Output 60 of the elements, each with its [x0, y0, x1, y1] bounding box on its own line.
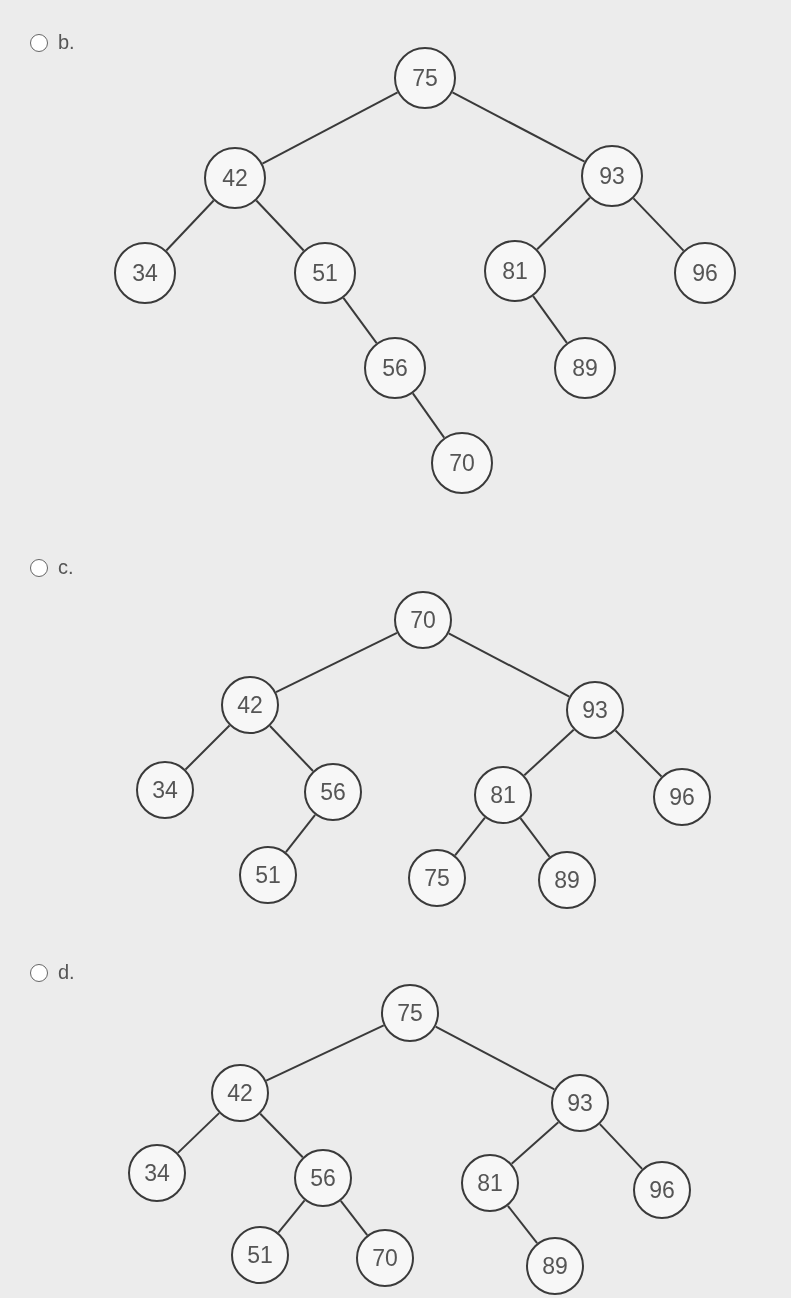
- connector-line: [277, 1199, 306, 1234]
- tree-node-circle: 56: [364, 337, 426, 399]
- tree-node-circle: 34: [114, 242, 176, 304]
- connector-line: [339, 1199, 369, 1237]
- connector-line: [536, 196, 591, 251]
- connector-line: [434, 1025, 556, 1091]
- connector-line: [275, 631, 398, 694]
- tree-node-circle: 56: [304, 763, 362, 821]
- tree-node-circle: 96: [674, 242, 736, 304]
- tree-node-circle: 93: [551, 1074, 609, 1132]
- connector-line: [451, 91, 586, 163]
- tree-node-circle: 89: [526, 1237, 584, 1295]
- tree-node-circle: 70: [356, 1229, 414, 1287]
- connector-line: [259, 1112, 304, 1159]
- tree-node-circle: 96: [653, 768, 711, 826]
- tree-node-circle: 93: [566, 681, 624, 739]
- connector-line: [284, 813, 317, 854]
- tree-node-circle: 75: [408, 849, 466, 907]
- tree-node-circle: 89: [554, 337, 616, 399]
- connector-line: [532, 295, 568, 344]
- connector-line: [184, 724, 231, 771]
- tree-node-circle: 70: [394, 591, 452, 649]
- tree-node-circle: 34: [136, 761, 194, 819]
- tree-node-circle: 56: [294, 1149, 352, 1207]
- connector-line: [598, 1123, 644, 1170]
- tree-node-circle: 75: [381, 984, 439, 1042]
- tree-node-circle: 81: [474, 766, 532, 824]
- connector-line: [447, 632, 571, 698]
- tree-node-circle: 34: [128, 1144, 186, 1202]
- connector-line: [255, 199, 305, 252]
- option-label: b.: [58, 31, 75, 54]
- tree-node-circle: 42: [221, 676, 279, 734]
- connector-line: [523, 728, 575, 777]
- tree-node-circle: 81: [484, 240, 546, 302]
- connector-line: [614, 729, 663, 778]
- connector-line: [165, 199, 215, 252]
- connector-line: [342, 296, 378, 345]
- connector-line: [265, 1024, 385, 1082]
- tree-node-circle: 96: [633, 1161, 691, 1219]
- option-label: c.: [58, 556, 74, 579]
- tree-node-circle: 75: [394, 47, 456, 109]
- connector-line: [632, 197, 685, 252]
- connector-line: [269, 725, 314, 772]
- tree-node-circle: 42: [204, 147, 266, 209]
- connector-line: [176, 1112, 221, 1154]
- connector-line: [261, 91, 399, 165]
- option-label: d.: [58, 961, 75, 984]
- connector-line: [510, 1121, 560, 1165]
- connector-line: [454, 816, 486, 857]
- connector-line: [506, 1204, 539, 1245]
- tree-node-circle: 89: [538, 851, 596, 909]
- tree-node-circle: 51: [231, 1226, 289, 1284]
- tree-node-circle: 51: [294, 242, 356, 304]
- tree-node-circle: 51: [239, 846, 297, 904]
- connector-line: [519, 817, 551, 858]
- tree-node-circle: 93: [581, 145, 643, 207]
- tree-node-circle: 42: [211, 1064, 269, 1122]
- tree-node-circle: 70: [431, 432, 493, 494]
- tree-node-circle: 81: [461, 1154, 519, 1212]
- connector-line: [411, 392, 446, 439]
